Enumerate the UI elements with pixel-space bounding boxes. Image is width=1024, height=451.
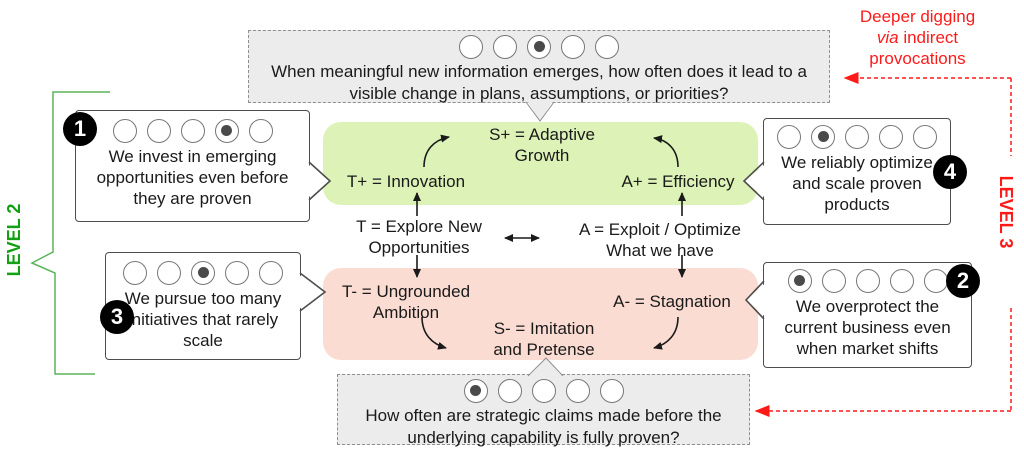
dot-filled	[191, 261, 215, 285]
badge-3: 3	[100, 300, 134, 334]
statement-box-3: We pursue too many initiatives that rare…	[105, 252, 301, 360]
dot-empty	[146, 119, 171, 143]
dot-empty	[497, 379, 522, 403]
label-t: T = Explore New Opportunities	[356, 217, 482, 257]
annotation-deeper-digging: Deeper digging via indirect provocations	[845, 6, 990, 69]
dot-empty	[889, 269, 914, 293]
badge-2: 2	[946, 264, 980, 298]
statement-box-4: We reliably optimize and scale proven pr…	[763, 118, 951, 225]
top-question-box: When meaningful new information emerges,…	[248, 30, 830, 103]
top-question-rating	[249, 31, 829, 59]
label-s-minus: S- = Imitation and Pretense	[493, 319, 595, 359]
annotation-via: via	[876, 28, 899, 47]
statement-2-rating	[764, 263, 971, 293]
dot-empty	[248, 119, 273, 143]
dot-empty	[595, 35, 619, 59]
statement-3-text: We pursue too many initiatives that rare…	[124, 289, 282, 350]
statement-3-tail-border	[299, 272, 327, 312]
dot-empty	[845, 125, 869, 149]
statement-4-rating	[764, 119, 950, 149]
statement-box-2: We overprotect the current business even…	[763, 262, 972, 368]
dot-empty	[599, 379, 624, 403]
statement-4-text: We reliably optimize and scale proven pr…	[781, 153, 933, 214]
statement-3-rating	[106, 253, 300, 285]
label-a: A = Exploit / Optimize What we have	[578, 220, 742, 260]
dot-filled	[463, 379, 488, 403]
positive-outcomes-panel	[323, 122, 758, 205]
statement-2-text: We overprotect the current business even…	[784, 297, 951, 358]
badge-1: 1	[63, 112, 97, 146]
bottom-question-rating	[338, 375, 749, 403]
dot-empty	[821, 269, 846, 293]
dot-empty	[493, 35, 517, 59]
statement-box-1: We invest in emerging opportunities even…	[75, 110, 310, 222]
dot-empty	[879, 125, 903, 149]
dot-empty	[561, 35, 585, 59]
badge-4: 4	[933, 155, 967, 189]
dot-empty	[259, 261, 283, 285]
label-a-plus: A+ = Efficiency	[621, 172, 735, 191]
label-t-plus: T+ = Innovation	[346, 172, 466, 191]
dot-filled	[811, 125, 835, 149]
annotation-line1: Deeper digging	[859, 7, 976, 26]
dot-empty	[459, 35, 483, 59]
dot-empty	[531, 379, 556, 403]
statement-1-text: We invest in emerging opportunities even…	[96, 147, 289, 208]
label-t-minus: T- = Ungrounded Ambition	[341, 282, 471, 322]
dot-empty	[157, 261, 181, 285]
bottom-question-box: How often are strategic claims made befo…	[337, 374, 750, 447]
bottom-question-text: How often are strategic claims made befo…	[365, 406, 722, 447]
level-2-label: LEVEL 2	[4, 203, 24, 277]
dot-empty	[855, 269, 880, 293]
dot-empty	[123, 261, 147, 285]
level-3-label: LEVEL 3	[996, 175, 1016, 249]
negative-outcomes-panel	[323, 268, 758, 360]
dot-empty	[180, 119, 205, 143]
dot-empty	[112, 119, 137, 143]
dot-filled	[527, 35, 551, 59]
annotation-line2-rest: indirect	[898, 28, 959, 47]
dot-empty	[225, 261, 249, 285]
dot-filled	[214, 119, 239, 143]
top-question-text: When meaningful new information emerges,…	[271, 62, 807, 103]
label-s-plus: S+ = Adaptive Growth	[489, 125, 595, 165]
label-a-minus: A- = Stagnation	[613, 292, 731, 311]
statement-1-rating	[76, 111, 309, 143]
dot-empty	[923, 269, 948, 293]
dot-empty	[777, 125, 801, 149]
dot-filled	[787, 269, 812, 293]
dot-empty	[913, 125, 937, 149]
annotation-line3: provocations	[869, 49, 966, 68]
dot-empty	[565, 379, 590, 403]
